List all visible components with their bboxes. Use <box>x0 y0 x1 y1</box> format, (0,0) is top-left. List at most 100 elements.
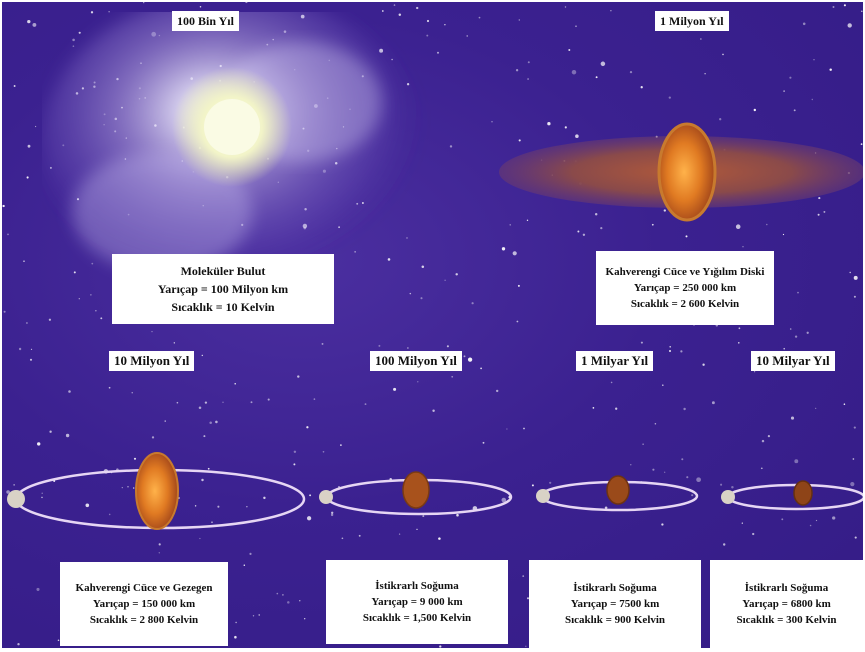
star-dot <box>527 61 530 64</box>
time-label-100-bin-yil: 100 Bin Yıl <box>172 11 239 31</box>
star-dot <box>341 537 344 540</box>
info-temperature: Sıcaklık = 900 Kelvin <box>564 614 666 626</box>
star-dot <box>432 409 435 412</box>
star-dot <box>398 533 401 535</box>
star-dot <box>250 401 253 404</box>
star-dot <box>378 344 381 347</box>
star-dot <box>416 528 418 531</box>
info-title: Kahverengi Cüce ve Yığılım Diski <box>605 266 765 278</box>
star-dot <box>630 464 632 466</box>
star-dot <box>753 108 756 112</box>
star-dot <box>711 401 715 405</box>
star-dot <box>78 31 81 34</box>
star-dot <box>843 403 846 405</box>
star-dot <box>267 398 270 401</box>
star-dot <box>664 471 666 473</box>
star-dot <box>604 506 608 510</box>
star-dot <box>17 643 20 646</box>
star-dot <box>73 271 76 274</box>
star-dot <box>815 519 818 522</box>
star-dot <box>478 16 481 19</box>
star-dot <box>426 19 430 23</box>
star-dot <box>518 139 521 142</box>
star-dot <box>281 593 284 596</box>
system-100-milyon-yil <box>314 462 519 532</box>
star-dot <box>306 426 309 429</box>
star-dot <box>681 458 684 461</box>
star-dot <box>204 401 208 404</box>
star-dot <box>287 601 290 604</box>
star-dot <box>823 210 826 213</box>
star-dot <box>199 537 201 540</box>
star-dot <box>151 330 153 333</box>
star-dot <box>526 219 529 221</box>
star-dot <box>108 11 110 13</box>
star-dot <box>330 513 334 517</box>
star-dot <box>293 450 297 454</box>
star-dot <box>720 483 723 486</box>
star-dot <box>304 618 306 620</box>
star-dot <box>512 251 517 256</box>
star-dot <box>752 532 755 536</box>
star-dot <box>95 310 97 312</box>
star-dot <box>722 543 726 546</box>
star-dot <box>843 4 846 7</box>
star-dot <box>860 143 863 146</box>
star-dot <box>523 427 525 430</box>
star-dot <box>90 11 94 14</box>
star-dot <box>663 209 666 212</box>
star-dot <box>704 73 706 75</box>
time-label-1-milyar-yil: 1 Milyar Yıl <box>576 351 654 371</box>
star-dot <box>18 347 22 351</box>
star-dot <box>252 615 255 617</box>
star-dot <box>818 197 821 200</box>
star-dot <box>29 358 33 361</box>
star-dot <box>422 515 425 518</box>
star-dot <box>417 381 419 383</box>
star-dot <box>793 109 796 112</box>
star-dot <box>235 621 237 624</box>
star-dot <box>661 523 664 526</box>
star-dot <box>158 543 161 546</box>
star-dot <box>108 386 111 389</box>
star-dot <box>471 302 474 305</box>
star-dot <box>30 348 33 351</box>
star-dot <box>463 355 466 358</box>
star-dot <box>387 258 391 261</box>
star-dot <box>7 233 9 236</box>
star-dot <box>491 120 493 123</box>
star-dot <box>198 406 202 409</box>
info-title: İstikrarlı Soğuma <box>744 582 829 594</box>
star-dot <box>23 260 25 262</box>
star-dot <box>526 597 530 600</box>
star-dot <box>446 345 449 348</box>
star-dot <box>222 401 224 403</box>
star-dot <box>444 279 446 281</box>
star-dot <box>809 524 812 527</box>
star-dot <box>853 426 856 429</box>
star-dot <box>249 552 252 555</box>
star-dot <box>393 4 396 6</box>
star-dot <box>37 442 41 446</box>
info-title: İstikrarlı Soğuma <box>573 582 657 594</box>
star-dot <box>381 10 384 12</box>
star-dot <box>2 204 5 208</box>
info-radius: Yarıçap = 7500 km <box>570 598 660 610</box>
star-dot <box>685 235 688 238</box>
star-dot <box>72 38 75 42</box>
info-box-kahverengi-cuce-gezegen: Kahverengi Cüce ve Gezegen Yarıçap = 150… <box>60 562 228 646</box>
info-radius: Yarıçap = 6800 km <box>742 598 831 610</box>
star-dot <box>258 614 260 616</box>
star-dot <box>783 90 785 92</box>
star-dot <box>85 503 90 508</box>
star-dot <box>794 335 798 338</box>
star-dot <box>813 59 815 61</box>
star-dot <box>738 342 740 344</box>
star-dot <box>27 144 31 148</box>
star-dot <box>610 381 613 384</box>
star-dot <box>782 233 785 236</box>
star-dot <box>669 350 671 352</box>
star-dot <box>753 371 756 373</box>
star-dot <box>243 564 246 566</box>
star-dot <box>173 342 175 344</box>
